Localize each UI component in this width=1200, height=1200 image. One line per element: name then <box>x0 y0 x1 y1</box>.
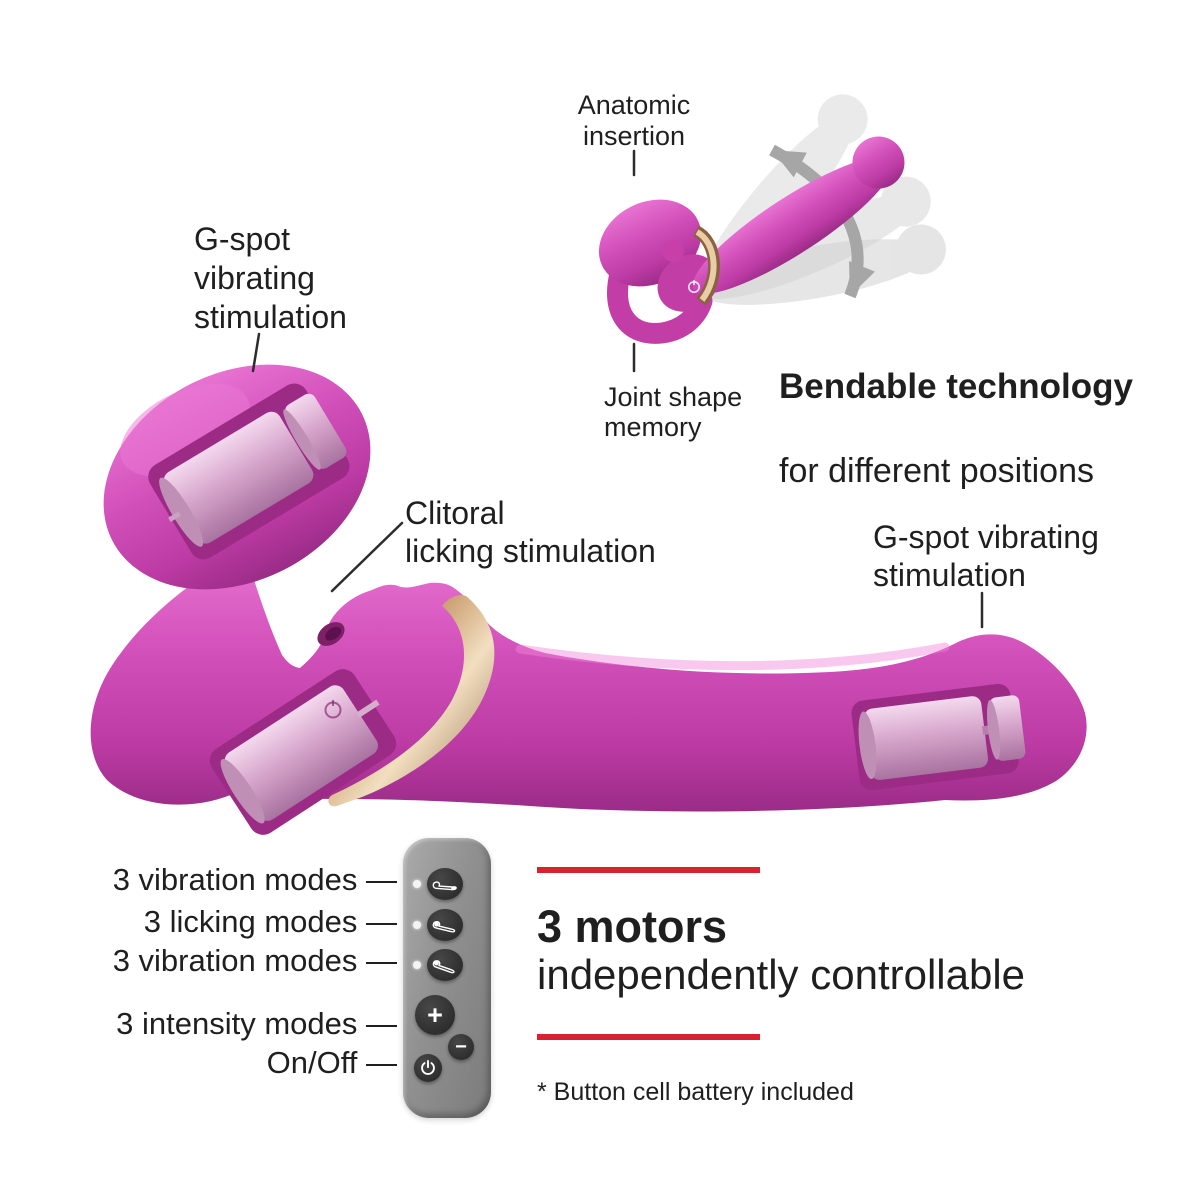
mode-indicator-dot <box>413 880 421 888</box>
mid-motor-cutaway <box>209 669 397 835</box>
vibration-mode-icon <box>432 959 455 973</box>
licking-modes-label: 3 licking modes — <box>143 904 397 939</box>
minus-button: − <box>448 1034 474 1060</box>
left-gspot-leader-line <box>251 332 261 373</box>
leader-lines <box>251 149 984 629</box>
battery-footnote: * Button cell battery included <box>537 1078 854 1106</box>
on-off-label: On/Off — <box>266 1045 397 1080</box>
anatomic-insertion-label: Anatomic insertion <box>577 90 691 151</box>
joint-shape-memory-label: Joint shape memory <box>604 382 743 442</box>
clitoral-leader-line <box>330 521 404 593</box>
bendable-technology-caption: Bendable technology for different positi… <box>779 324 1133 534</box>
mode-indicator-dot <box>413 921 421 929</box>
egg-motor-cutaway <box>148 383 350 560</box>
small-power-icon <box>687 280 700 293</box>
remote-control: + − <box>403 838 491 1118</box>
red-divider-bottom <box>537 1034 760 1040</box>
bendable-subtitle: for different positions <box>779 452 1094 490</box>
vibration-mode-button-1 <box>427 868 463 900</box>
main-power-icon <box>324 700 342 719</box>
bendable-title: Bendable technology <box>779 367 1133 406</box>
plus-button: + <box>415 995 455 1035</box>
intensity-modes-label: 3 intensity modes — <box>116 1006 397 1041</box>
licking-mode-button <box>427 909 463 941</box>
power-icon <box>421 1060 435 1075</box>
small-product-shaft <box>692 136 905 294</box>
main-product-image <box>90 364 1087 835</box>
licking-mode-icon <box>432 920 456 933</box>
motors-title: 3 motors <box>537 901 728 952</box>
vibration-mode-icon <box>432 880 457 890</box>
small-clitoral-nub <box>662 240 684 262</box>
small-product-image <box>598 136 905 344</box>
motors-subtitle: independently controllable <box>537 951 1026 998</box>
vibration-modes-label-2: 3 vibration modes — <box>112 943 397 978</box>
head-motor-cutaway <box>851 683 1026 791</box>
vibration-modes-label-1: 3 vibration modes — <box>112 862 397 897</box>
vibration-mode-button-2 <box>427 949 463 981</box>
clitoral-mouth <box>317 622 345 646</box>
right-gspot-label: G-spot vibrating stimulation <box>873 519 1099 593</box>
power-button <box>414 1054 442 1082</box>
red-divider-top <box>537 867 760 873</box>
clitoral-licking-label: Clitoral licking stimulation <box>405 495 656 569</box>
mode-indicator-dot <box>413 961 421 969</box>
left-gspot-label: G-spot vibrating stimulation <box>194 221 347 335</box>
small-product-hook <box>607 259 713 344</box>
gold-band <box>328 595 495 807</box>
